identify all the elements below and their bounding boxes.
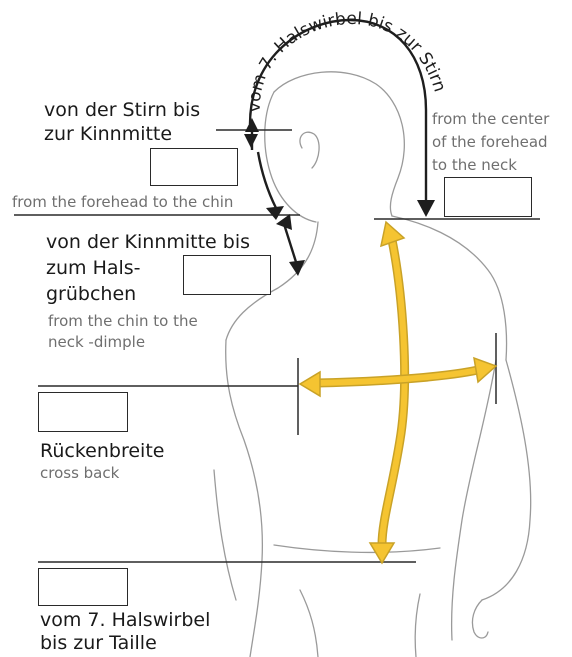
label-chin-neck-en-1: from the chin to the: [48, 312, 198, 331]
head-outline: [274, 72, 404, 216]
waist-outline: [274, 545, 440, 552]
crossback-arrowhead-left: [300, 372, 320, 396]
arc-label: vom 7. Halswirbel bis zur Stirn: [245, 9, 450, 113]
forehead-top-arrowhead: [245, 118, 259, 132]
chin-arrowhead-a: [244, 134, 258, 148]
spine-arrowhead-top: [381, 222, 404, 246]
hand-outline: [472, 600, 488, 638]
input-box-cross-back[interactable]: [38, 392, 128, 432]
label-forehead-chin-de-2: zur Kinnmitte: [44, 122, 172, 146]
ear-outline: [300, 132, 319, 168]
label-chin-neck-de-3: grübchen: [46, 282, 136, 306]
input-box-chin-neck[interactable]: [183, 255, 271, 295]
input-box-center-forehead[interactable]: [444, 177, 532, 217]
torso-right-outline: [452, 360, 496, 640]
input-box-waist[interactable]: [38, 568, 128, 606]
label-chin-neck-de-2: zum Hals-: [46, 256, 141, 280]
arc-arrowhead: [417, 200, 435, 217]
label-chin-neck-de-1: von der Kinnmitte bis: [46, 230, 250, 254]
label-chin-neck-en-2: neck -dimple: [48, 333, 145, 352]
label-cross-back-de: Rückenbreite: [40, 439, 164, 463]
input-box-forehead-chin[interactable]: [150, 148, 238, 186]
chin-arrowhead-b: [266, 206, 284, 220]
label-forehead-chin-en: from the forehead to the chin: [12, 193, 233, 212]
label-center-forehead-en-1: from the center: [432, 110, 549, 129]
chin-neck-measure-line: [284, 224, 296, 262]
shoulder-right-outline: [392, 216, 507, 360]
neck-dimple-arrowhead: [289, 260, 305, 276]
label-waist-de-2: bis zur Taille: [40, 631, 157, 655]
label-center-forehead-en-2: of the forehead: [432, 133, 548, 152]
label-waist-de-1: vom 7. Halswirbel: [40, 608, 210, 632]
torso-left-outline: [226, 340, 263, 657]
arm-left-outline: [214, 470, 236, 600]
label-cross-back-en: cross back: [40, 464, 119, 483]
label-center-forehead-en-3: to the neck: [432, 156, 517, 175]
label-forehead-chin-de-1: von der Stirn bis: [44, 98, 200, 122]
